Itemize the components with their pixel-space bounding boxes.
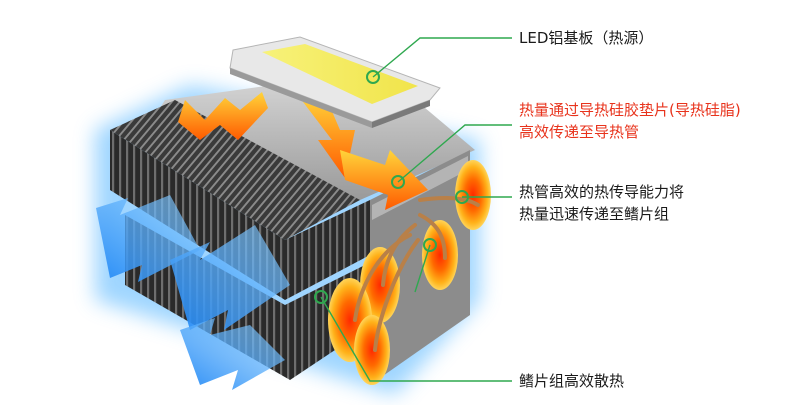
heat-pipe-ends bbox=[328, 160, 491, 385]
heat-flow-arrows bbox=[178, 92, 428, 210]
heat-arrow-right bbox=[340, 150, 428, 210]
leader-led bbox=[372, 37, 512, 78]
fin-block-upper bbox=[110, 130, 370, 300]
leader-fin-2 bbox=[414, 244, 431, 293]
heat-pipes bbox=[353, 195, 480, 352]
leader-markers bbox=[314, 70, 469, 304]
marker-pad bbox=[391, 175, 405, 189]
led-chip-array bbox=[262, 44, 418, 104]
heat-arrow-left bbox=[178, 92, 268, 140]
marker-fin bbox=[314, 290, 328, 304]
label-heat-pipe-line2: 热量迅速传递至鳍片组 bbox=[519, 205, 670, 223]
airflow-arrows bbox=[96, 195, 290, 390]
label-fins-text: 鳍片组高效散热 bbox=[519, 372, 625, 390]
marker-led bbox=[366, 70, 380, 84]
pipe-end-mid-right bbox=[422, 220, 458, 290]
leader-pad bbox=[397, 124, 512, 183]
air-arrow-3 bbox=[180, 318, 285, 390]
air-arrow-2 bbox=[170, 225, 290, 330]
label-thermal-pad-line2: 高效传递至导热管 bbox=[519, 123, 640, 141]
label-fins: 鳍片组高效散热 bbox=[519, 370, 624, 392]
pipe-end-bottom bbox=[354, 315, 390, 385]
leader-fin bbox=[320, 296, 512, 382]
label-led-board-text: LED铝基板（热源） bbox=[519, 29, 654, 47]
label-thermal-pad-line1: 热量通过导热硅胶垫片(导热硅脂) bbox=[519, 101, 741, 119]
leader-lines bbox=[320, 37, 512, 382]
side-plate bbox=[370, 150, 470, 385]
marker-pipe-2 bbox=[423, 238, 437, 252]
marker-pipe bbox=[455, 190, 469, 204]
fin-top-surface bbox=[110, 100, 360, 240]
label-led-board: LED铝基板（热源） bbox=[519, 27, 653, 49]
led-board bbox=[229, 36, 441, 128]
pipe-end-top-right bbox=[455, 160, 491, 230]
label-thermal-pad: 热量通过导热硅胶垫片(导热硅脂) 高效传递至导热管 bbox=[519, 99, 741, 143]
label-heat-pipe-line1: 热管高效的热传导能力将 bbox=[519, 183, 685, 201]
label-heat-pipe: 热管高效的热传导能力将 热量迅速传递至鳍片组 bbox=[519, 181, 684, 225]
